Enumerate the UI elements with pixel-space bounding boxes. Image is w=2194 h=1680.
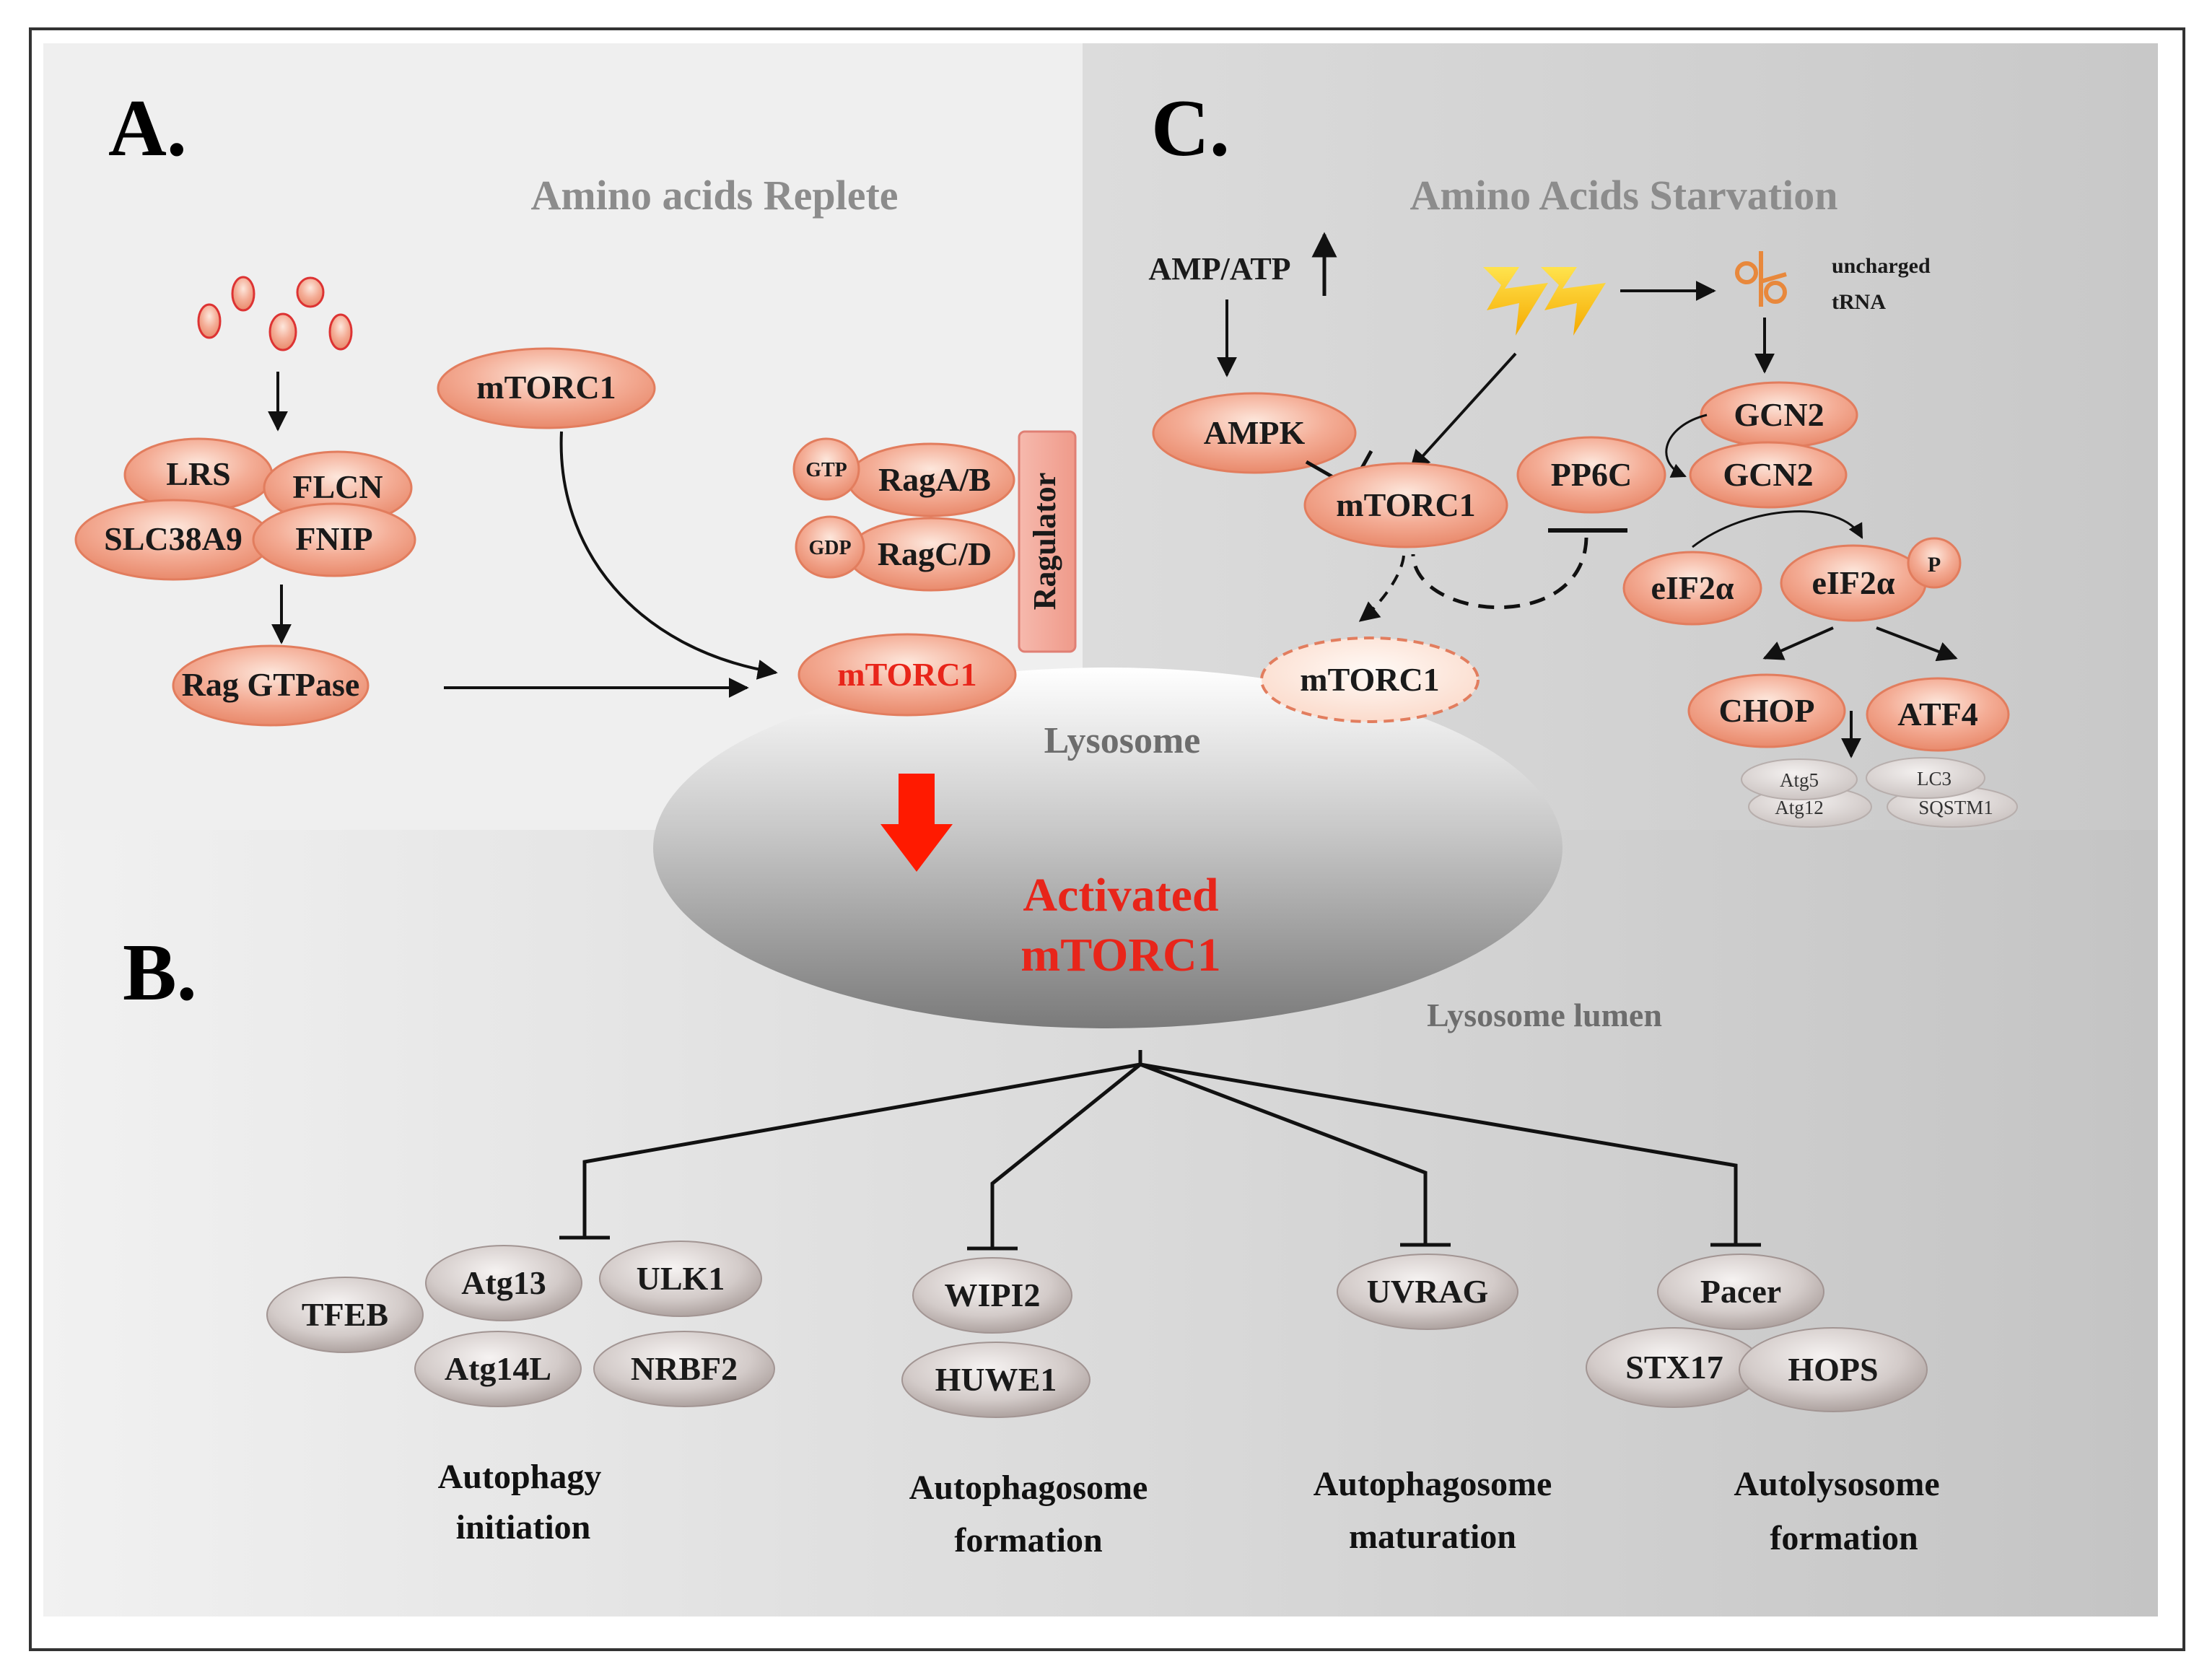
- amp-atp-label: AMP/ATP: [1148, 251, 1290, 286]
- group4-label-line2: formation: [1770, 1519, 1918, 1557]
- protein-atg13: Atg13: [461, 1264, 546, 1301]
- atg12-label: Atg12: [1775, 797, 1824, 818]
- group3-label-line1: Autophagosome: [1314, 1465, 1552, 1503]
- protein-nrbf2: NRBF2: [631, 1350, 738, 1387]
- group1-label-line2: initiation: [456, 1508, 591, 1546]
- uncharged-line2: tRNA: [1832, 290, 1886, 314]
- autolysosome-formation-group: Pacer STX17 HOPS: [1586, 1254, 1928, 1412]
- group2-label-line1: Autophagosome: [909, 1469, 1148, 1507]
- chop-node: [1687, 673, 1846, 748]
- rag-gtpase-node: [172, 644, 370, 727]
- gcn2-bottom-label: GCN2: [1723, 456, 1813, 493]
- rag-ragulator-complex: RagA/B GTP RagC/D GDP Ragulator: [792, 430, 1077, 653]
- autophagosome-formation-group: WIPI2 HUWE1: [901, 1257, 1091, 1418]
- mtorc1-lysosome-node: [797, 633, 1017, 717]
- uncharged-line1: uncharged: [1832, 254, 1931, 278]
- protein-ragc-d: RagC/D: [878, 535, 992, 572]
- lysosome-label: Lysosome: [1044, 720, 1201, 761]
- atf4-label: ATF4: [1897, 696, 1978, 732]
- gtp-label: GTP: [805, 459, 847, 481]
- protein-atg14l: Atg14L: [445, 1350, 551, 1387]
- panel-a-title: Amino acids Replete: [530, 172, 898, 219]
- panel-c-letter: C.: [1151, 84, 1230, 173]
- group1-label-line1: Autophagy: [438, 1458, 602, 1496]
- chop-label: CHOP: [1719, 692, 1815, 729]
- uvrag-node: [1337, 1254, 1518, 1330]
- lysosome-lumen-label: Lysosome lumen: [1427, 997, 1662, 1033]
- eif2a-p-label: eIF2α: [1811, 564, 1894, 601]
- ampk-node: [1152, 392, 1357, 474]
- protein-hops: HOPS: [1788, 1351, 1878, 1388]
- protein-huwe1: HUWE1: [935, 1361, 1057, 1398]
- gdp-label: GDP: [808, 537, 851, 559]
- rag-gtpase-label: Rag GTPase: [182, 666, 360, 703]
- ampk-label: AMPK: [1204, 414, 1306, 451]
- group2-label-line2: formation: [954, 1521, 1102, 1559]
- starvation-lightning-icon: [1483, 267, 1606, 336]
- protein-lrs: LRS: [166, 455, 230, 492]
- activated-line2: mTORC1: [1020, 929, 1220, 981]
- mtorc1-c-label: mTORC1: [1336, 486, 1475, 523]
- gcn2-bottom-node: [1689, 441, 1848, 509]
- group4-label-line1: Autolysosome: [1734, 1465, 1939, 1503]
- autophagy-gene-cluster: Atg5 Atg12 LC3 SQSTM1: [1741, 757, 2018, 828]
- protein-tfeb: TFEB: [302, 1296, 388, 1333]
- protein-uvrag: UVRAG: [1367, 1273, 1489, 1310]
- atg5-label: Atg5: [1780, 769, 1819, 791]
- eif2a-node: [1622, 551, 1762, 626]
- group3-label-line2: maturation: [1349, 1518, 1516, 1556]
- mtorc1-dissociated-node: [1260, 636, 1480, 723]
- mtorc1-dissociated-label: mTORC1: [1300, 661, 1439, 698]
- protein-stx17: STX17: [1625, 1349, 1723, 1386]
- phosphate-node: [1907, 537, 1962, 589]
- atf4-node: [1866, 677, 2010, 752]
- mtorc1-lysosome-label: mTORC1: [837, 656, 976, 693]
- protein-ulk1: ULK1: [637, 1260, 725, 1297]
- protein-slc38a9: SLC38A9: [104, 520, 242, 557]
- pp6c-label: PP6C: [1551, 456, 1632, 493]
- gcn2-top-label: GCN2: [1734, 396, 1824, 433]
- trna-icon: [1735, 251, 1787, 307]
- mtorc1-free-node: [437, 347, 656, 429]
- protein-wipi2: WIPI2: [945, 1277, 1041, 1313]
- protein-pacer: Pacer: [1700, 1273, 1781, 1310]
- activated-line1: Activated: [1023, 869, 1218, 922]
- protein-raga-b: RagA/B: [878, 461, 991, 498]
- sqstm1-label: SQSTM1: [1918, 797, 1993, 818]
- autophagy-initiation-group: TFEB Atg13 ULK1 Atg14L NRBF2: [266, 1241, 775, 1407]
- protein-flcn: FLCN: [292, 468, 383, 505]
- mtorc1-c-node: [1303, 462, 1508, 548]
- pp6c-node: [1516, 436, 1666, 514]
- inhibition-tree: [559, 1050, 1761, 1251]
- phosphate-label: P: [1928, 553, 1941, 577]
- activation-arrow: [880, 774, 953, 872]
- mtorc1-free-label: mTORC1: [476, 369, 616, 406]
- lrs-flcn-complex: LRS FLCN SLC38A9 FNIP: [74, 437, 416, 581]
- lysosome: [653, 668, 1563, 1028]
- panel-c-title: Amino Acids Starvation: [1410, 172, 1838, 219]
- lc3-label: LC3: [1917, 768, 1952, 789]
- protein-fnip: FNIP: [295, 520, 372, 557]
- ragulator-label: Ragulator: [1027, 473, 1062, 611]
- panel-a-letter: A.: [108, 84, 187, 173]
- amino-acid-dots: [197, 276, 353, 351]
- panel-b-letter: B.: [123, 928, 197, 1018]
- eif2a-label: eIF2α: [1651, 569, 1734, 606]
